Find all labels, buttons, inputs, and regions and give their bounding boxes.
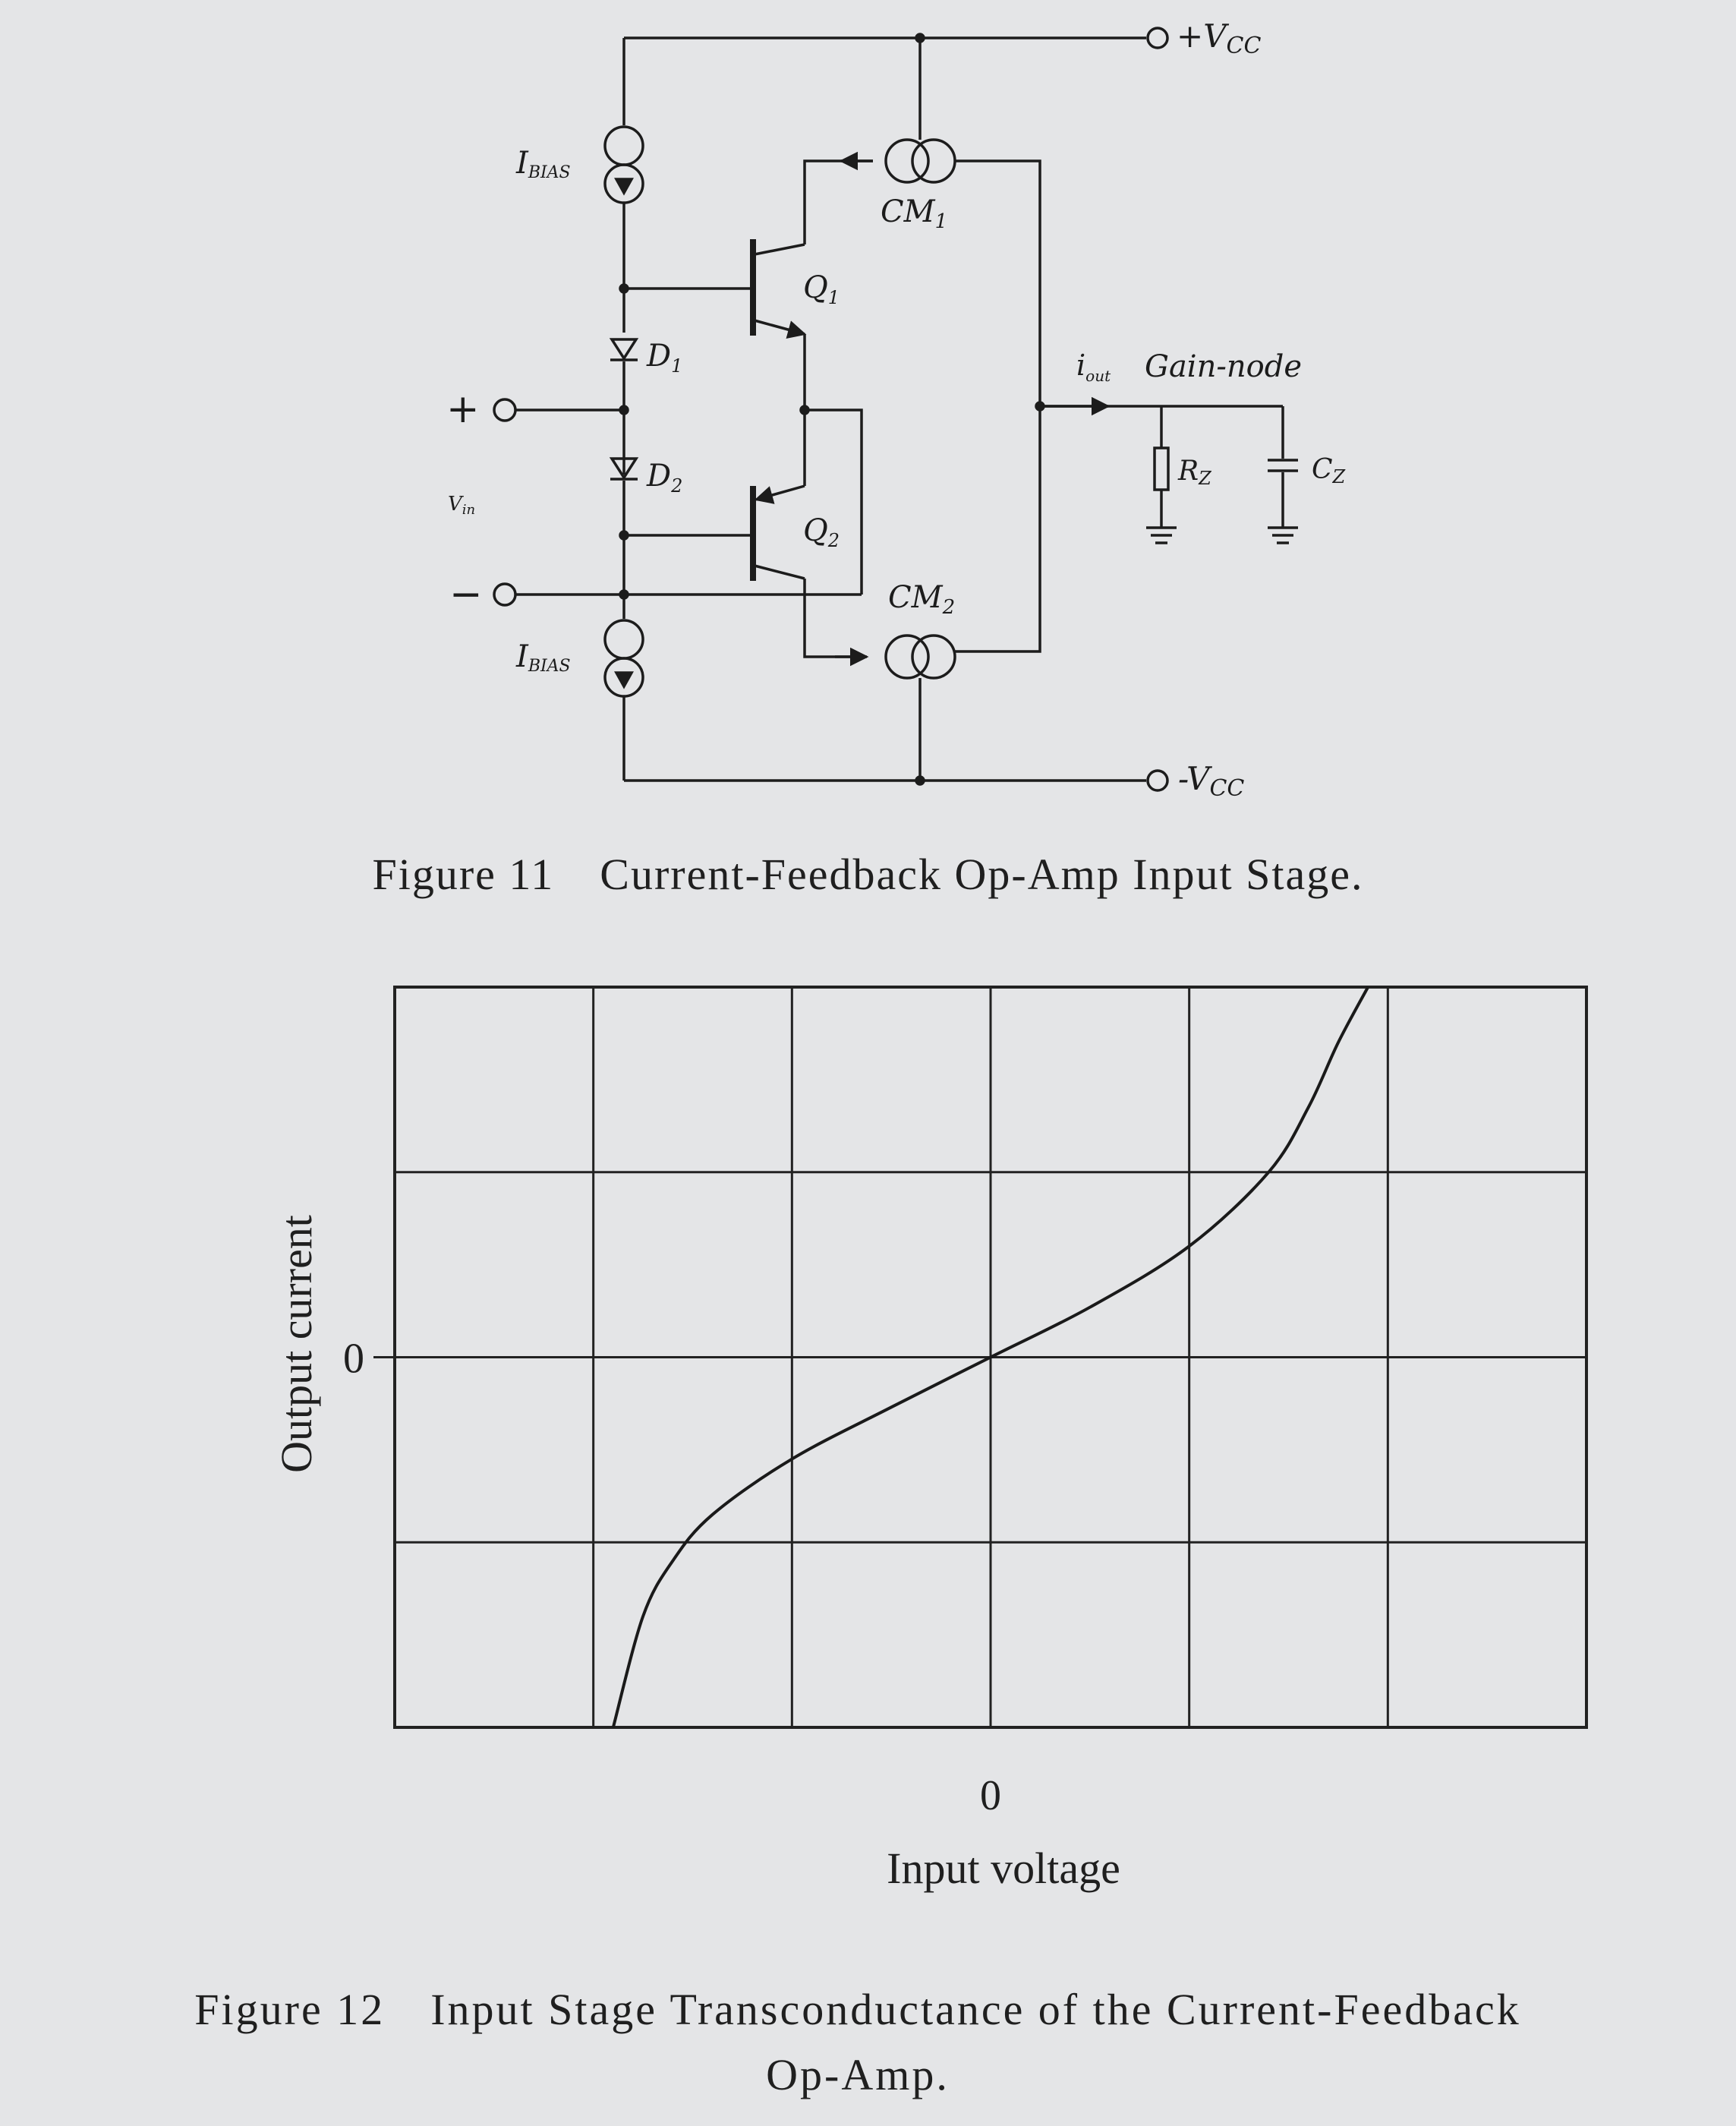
d2-label: D2 xyxy=(646,459,682,497)
rz-label: RZ xyxy=(1177,456,1212,489)
ibias-bottom-source xyxy=(603,619,644,698)
diode-d1 xyxy=(609,338,639,361)
plus-input-terminal xyxy=(493,398,517,422)
iout-label: iout xyxy=(1076,349,1111,385)
diode-d2 xyxy=(609,457,639,481)
current-mirror-cm2 xyxy=(884,634,956,680)
vcc-pos-terminal xyxy=(1146,27,1169,49)
emitter-node-wire xyxy=(805,408,863,595)
y-axis-label: Output current xyxy=(272,1215,321,1473)
cm1-label: CM1 xyxy=(881,194,947,233)
figure-12-title-line2: Op-Amp. xyxy=(766,2050,950,2099)
transistor-q2 xyxy=(750,484,805,581)
q2-collector-wire xyxy=(803,579,865,658)
figure-12-caption: Figure 12 Input Stage Transconductance of… xyxy=(30,1977,1685,2108)
vcc-pos-label: +VCC xyxy=(1177,17,1261,59)
junction-dot xyxy=(619,283,629,294)
y-tick-label: 0 xyxy=(343,1336,364,1383)
junction-dot xyxy=(619,530,629,541)
resistor-rz xyxy=(1146,406,1177,544)
chart-ticks: 00 xyxy=(343,1336,1001,1820)
junction-dot xyxy=(619,405,629,415)
ibias-top-source xyxy=(603,125,644,204)
x-tick-label: 0 xyxy=(980,1772,1001,1819)
minus-sign: − xyxy=(449,572,483,617)
junction-dot xyxy=(915,775,925,786)
q1-label: Q1 xyxy=(803,270,840,308)
q2-label: Q2 xyxy=(803,513,840,551)
circuit-labels: +VCC -VCC IBIAS IBIAS CM1 CM2 Q1 Q2 D1 D… xyxy=(446,17,1347,802)
ibias-top-label: IBIAS xyxy=(515,146,571,182)
gain-node-label: Gain-node xyxy=(1145,349,1302,384)
figure-11-number: Figure 11 xyxy=(372,850,555,899)
figure-12-number: Figure 12 xyxy=(194,1985,386,2034)
x-axis-label: Input voltage xyxy=(887,1844,1120,1893)
figure-11-title: Current-Feedback Op-Amp Input Stage. xyxy=(600,850,1364,899)
transistor-q1 xyxy=(750,239,807,339)
plus-sign: + xyxy=(446,386,480,432)
circuit-diagram xyxy=(493,27,1298,792)
chart-grid xyxy=(393,986,1588,1729)
output-bus-wire xyxy=(955,159,1041,653)
transconductance-curve xyxy=(611,986,1369,1728)
figure-11-caption: Figure 11 Current-Feedback Op-Amp Input S… xyxy=(0,849,1736,900)
vcc-neg-terminal xyxy=(1146,769,1169,792)
ibias-bottom-label: IBIAS xyxy=(515,639,571,676)
transconductance-chart: 00 Output current Input voltage xyxy=(272,986,1588,1893)
cz-label: CZ xyxy=(1312,454,1347,487)
figure-12-title-line1: Input Stage Transconductance of the Curr… xyxy=(430,1985,1521,2034)
q1-collector-wire xyxy=(803,159,873,244)
chart-series xyxy=(611,986,1369,1728)
d1-label: D1 xyxy=(646,339,682,377)
junction-dot xyxy=(619,589,629,600)
junction-dot xyxy=(915,33,925,43)
minus-input-terminal xyxy=(493,582,517,607)
cm2-label: CM2 xyxy=(888,580,955,619)
vin-label: Vin xyxy=(448,493,475,518)
vcc-neg-label: -VCC xyxy=(1178,760,1244,802)
capacitor-cz xyxy=(1268,406,1298,544)
current-mirror-cm1 xyxy=(884,138,956,184)
